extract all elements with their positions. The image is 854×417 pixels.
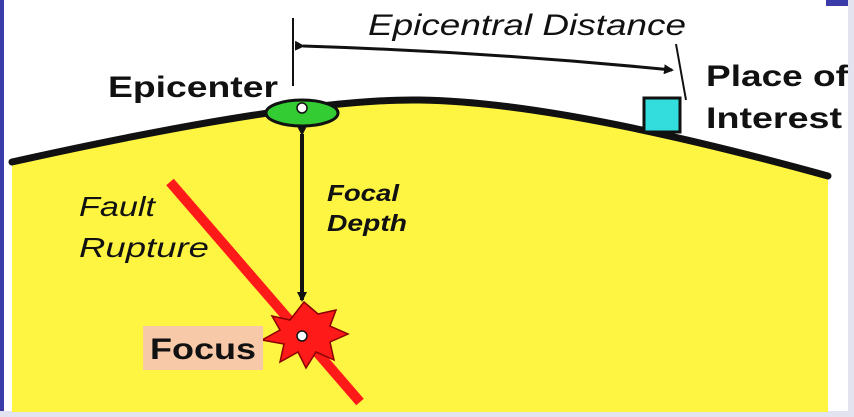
epicentral-distance-arrow bbox=[294, 40, 674, 75]
place-tick-line bbox=[675, 43, 687, 101]
focal-depth-label-line1: Focal bbox=[327, 180, 400, 206]
fault-rupture-label-line2: Rupture bbox=[79, 232, 209, 263]
focal-depth-label-line2: Depth bbox=[327, 210, 407, 236]
focus-label: Focus bbox=[150, 333, 256, 366]
frame-bottom-edge bbox=[0, 411, 854, 417]
focus-label-background bbox=[143, 326, 263, 370]
earth-surface-line bbox=[8, 96, 832, 180]
fault-rupture-label-line1: Fault bbox=[79, 191, 156, 222]
place-of-interest-label-line1: Place of bbox=[706, 60, 849, 93]
epicenter-dot bbox=[296, 102, 308, 114]
place-of-interest-marker bbox=[642, 96, 682, 134]
frame-top-right-corner bbox=[826, 0, 854, 6]
place-of-interest-label-line2: Interest bbox=[706, 102, 842, 135]
epicenter-label: Epicenter bbox=[108, 71, 278, 104]
focus-dot bbox=[296, 330, 308, 342]
frame-left-edge bbox=[0, 0, 4, 417]
frame-right-edge bbox=[848, 0, 854, 417]
epicentral-distance-label: Epicentral Distance bbox=[368, 9, 686, 42]
fault-rupture-line bbox=[166, 178, 364, 406]
